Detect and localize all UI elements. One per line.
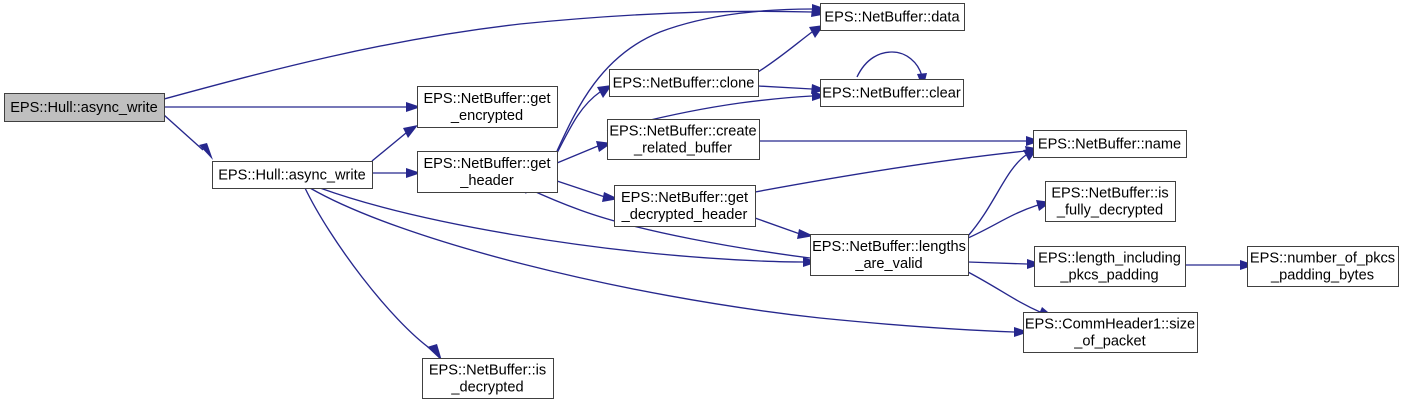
call-edge-hull_async_write-to-get_encrypted [371, 132, 407, 162]
call-edge-get_header-to-clone [556, 91, 601, 154]
call-edge-get_header-to-get_decrypted_header [556, 180, 606, 198]
node-label-line: EPS::Hull::async_write [10, 100, 158, 116]
node-label-line: _encrypted [450, 108, 523, 124]
call-edge-lengths_are_valid-to-length_including_pkcs_padding [967, 261, 1028, 265]
node-label-line: EPS::NetBuffer::get [621, 190, 748, 206]
node-box[interactable] [1034, 246, 1186, 287]
node-box[interactable] [1023, 312, 1198, 353]
graph-node-is_decrypted[interactable]: EPS::NetBuffer::is_decrypted [422, 358, 554, 399]
node-label-line: EPS::Hull::async_write [218, 167, 366, 183]
graph-node-clone[interactable]: EPS::NetBuffer::clone [609, 69, 759, 97]
call-edge-lengths_are_valid-to-is_fully_decrypted [967, 204, 1039, 239]
call-edge-lengths_are_valid-to-size_of_packet [967, 271, 1041, 313]
node-label-line: _padding_bytes [1270, 267, 1374, 283]
node-label-line: EPS::NetBuffer::lengths [812, 239, 966, 255]
graph-node-number_of_pkcs_padding_bytes[interactable]: EPS::number_of_pkcs_padding_bytes [1247, 246, 1399, 287]
arrowhead-icon [812, 91, 827, 101]
graph-node-data[interactable]: EPS::NetBuffer::data [820, 3, 965, 31]
arrowhead-icon [811, 84, 827, 94]
node-box[interactable] [607, 119, 760, 160]
call-edge-get_decrypted_header-to-name [754, 150, 1027, 193]
arrowhead-icon [199, 143, 213, 160]
node-box[interactable] [417, 86, 558, 128]
arrowhead-icon [427, 344, 442, 361]
nodes-layer: EPS::Hull::async_writeEPS::Hull::async_w… [4, 3, 1399, 399]
node-label-line: EPS::NetBuffer::get [423, 156, 550, 172]
graph-node-clear[interactable]: EPS::NetBuffer::clear [820, 79, 964, 107]
node-box[interactable] [4, 93, 165, 122]
arrowhead-icon [1014, 327, 1029, 337]
graph-node-hull_async_write[interactable]: EPS::Hull::async_write [212, 161, 373, 189]
call-edge-get_header-to-data [556, 8, 813, 152]
node-label-line: _pkcs_padding [1059, 267, 1158, 283]
graph-node-length_including_pkcs_padding[interactable]: EPS::length_including_pkcs_padding [1034, 246, 1186, 287]
call-edge-hull_async_write_root-to-data [163, 10, 813, 100]
node-label-line: EPS::NetBuffer::is [1051, 185, 1168, 201]
node-label-line: EPS::NetBuffer::create [609, 123, 756, 139]
arrowhead-icon [597, 85, 612, 98]
call-edge-hull_async_write-to-size_of_packet [309, 187, 1015, 333]
node-label-line: EPS::NetBuffer::name [1038, 136, 1181, 152]
node-label-line: _are_valid [854, 256, 922, 272]
call-edge-clear-to-clear [856, 51, 923, 78]
node-box[interactable] [212, 161, 373, 189]
node-label-line: _related_buffer [633, 140, 732, 156]
node-label-line: _of_packet [1073, 333, 1145, 349]
node-box[interactable] [820, 79, 964, 107]
call-edge-hull_async_write-to-is_decrypted [304, 187, 433, 351]
graph-node-size_of_packet[interactable]: EPS::CommHeader1::size_of_packet [1023, 312, 1198, 353]
node-box[interactable] [820, 3, 965, 31]
node-label-line: EPS::NetBuffer::is [429, 362, 546, 378]
arrowhead-icon [406, 168, 421, 178]
graph-node-hull_async_write_root[interactable]: EPS::Hull::async_write [4, 93, 165, 122]
call-edge-hull_async_write-to-lengths_are_valid [319, 187, 804, 263]
call-edge-hull_async_write_root-to-hull_async_write [163, 114, 204, 151]
graph-node-is_fully_decrypted[interactable]: EPS::NetBuffer::is_fully_decrypted [1045, 181, 1176, 222]
node-label-line: _fully_decrypted [1056, 202, 1163, 218]
node-box[interactable] [422, 358, 554, 399]
node-label-line: EPS::NetBuffer::clear [822, 85, 961, 101]
node-label-line: EPS::NetBuffer::clone [613, 75, 755, 91]
node-label-line: EPS::NetBuffer::get [423, 91, 550, 107]
arrowhead-icon [403, 125, 418, 138]
node-box[interactable] [417, 151, 558, 193]
node-label-line: _decrypted_header [621, 207, 748, 223]
arrowhead-icon [406, 102, 421, 112]
node-box[interactable] [1045, 181, 1176, 222]
node-box[interactable] [810, 234, 969, 276]
node-box[interactable] [1247, 246, 1399, 287]
arrowhead-icon [812, 4, 827, 14]
call-edge-lengths_are_valid-to-name [967, 154, 1027, 237]
call-edge-clone-to-data [757, 31, 813, 73]
node-label-line: EPS::CommHeader1::size [1025, 316, 1195, 332]
graph-node-get_encrypted[interactable]: EPS::NetBuffer::get_encrypted [417, 86, 558, 128]
node-label-line: _decrypted [450, 379, 523, 395]
graph-node-get_header[interactable]: EPS::NetBuffer::get_header [417, 151, 558, 193]
graph-node-lengths_are_valid[interactable]: EPS::NetBuffer::lengths_are_valid [810, 234, 969, 276]
arrowhead-icon [797, 229, 814, 239]
node-box[interactable] [609, 69, 759, 97]
node-label-line: EPS::length_including [1038, 250, 1181, 266]
call-edge-get_header-to-create_related_buffer [556, 145, 599, 164]
node-box[interactable] [614, 185, 756, 227]
node-label-line: EPS::NetBuffer::data [824, 9, 960, 25]
node-label-line: EPS::number_of_pkcs [1250, 250, 1395, 266]
call-edge-clone-to-clear [757, 85, 813, 90]
node-label-line: _header [459, 173, 514, 189]
node-box[interactable] [1033, 130, 1187, 158]
graph-node-get_decrypted_header[interactable]: EPS::NetBuffer::get_decrypted_header [614, 185, 756, 227]
call-edge-get_decrypted_header-to-lengths_are_valid [754, 217, 801, 235]
graph-node-name[interactable]: EPS::NetBuffer::name [1033, 130, 1187, 158]
graph-node-create_related_buffer[interactable]: EPS::NetBuffer::create_related_buffer [607, 119, 760, 160]
